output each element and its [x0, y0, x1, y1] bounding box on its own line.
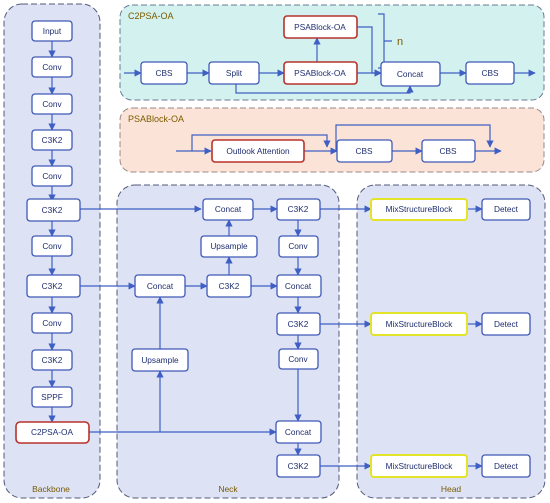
- backbone-c3k2-2-label: C3K2: [42, 205, 63, 215]
- c2psa-region-title: C2PSA-OA: [128, 11, 174, 21]
- head-mix-2-node: MixStructureBlock: [370, 312, 468, 336]
- backbone-conv-1-label: Conv: [42, 62, 62, 72]
- neck-region: [116, 184, 340, 499]
- neck-c3k2-mid-label: C3K2: [219, 281, 240, 291]
- c2psa-split-node: Split: [208, 61, 260, 85]
- psab-cbs-1-node: CBS: [336, 139, 393, 163]
- c2psa-psablock-top-label: PSABlock-OA: [294, 22, 346, 32]
- head-detect-1-label: Detect: [494, 204, 519, 214]
- neck-concat-left-node: Concat: [134, 274, 186, 298]
- backbone-input-node: Input: [31, 20, 73, 42]
- backbone-conv-5-label: Conv: [42, 318, 62, 328]
- c2psa-cbs-in-node: CBS: [140, 61, 188, 85]
- head-mix-3-label: MixStructureBlock: [386, 461, 454, 471]
- neck-concat-mid-node: Concat: [276, 274, 322, 298]
- repeat-n-label: n: [397, 36, 403, 48]
- neck-conv-top-node: Conv: [278, 235, 319, 258]
- head-mix-1-node: MixStructureBlock: [370, 198, 468, 221]
- backbone-c3k2-4-node: C3K2: [31, 349, 73, 371]
- head-detect-1-node: Detect: [481, 198, 531, 221]
- neck-concat-left-label: Concat: [147, 281, 174, 291]
- c2psa-psablock-bottom-node: PSABlock-OA: [283, 61, 358, 85]
- head-detect-2-label: Detect: [494, 319, 519, 329]
- neck-conv-top-label: Conv: [288, 241, 308, 251]
- backbone-conv-2-node: Conv: [31, 93, 73, 115]
- backbone-conv-4-label: Conv: [42, 241, 62, 251]
- neck-c3k2-mid-node: C3K2: [206, 274, 252, 298]
- backbone-c3k2-1-node: C3K2: [31, 129, 73, 151]
- head-detect-3-label: Detect: [494, 461, 519, 471]
- backbone-sppf-label: SPPF: [41, 392, 63, 402]
- neck-c3k2-top-label: C3K2: [288, 204, 309, 214]
- backbone-sppf-node: SPPF: [31, 386, 73, 408]
- backbone-label: Backbone: [32, 484, 70, 494]
- backbone-c3k2-4-label: C3K2: [42, 355, 63, 365]
- neck-c3k2-top-node: C3K2: [276, 198, 321, 221]
- neck-concat-bottom-label: Concat: [285, 427, 312, 437]
- head-detect-3-node: Detect: [481, 454, 531, 478]
- backbone-conv-3-node: Conv: [31, 165, 73, 187]
- neck-c3k2-right-node: C3K2: [276, 312, 321, 336]
- neck-c3k2-bottom-label: C3K2: [288, 461, 309, 471]
- head-detect-2-node: Detect: [481, 312, 531, 336]
- psablock-region-title: PSABlock-OA: [128, 114, 184, 124]
- backbone-c3k2-1-label: C3K2: [42, 135, 63, 145]
- backbone-conv-5-node: Conv: [31, 312, 73, 334]
- neck-upsample-bottom-node: Upsample: [131, 348, 189, 372]
- c2psa-cbs-in-label: CBS: [155, 68, 173, 78]
- head-label: Head: [441, 484, 462, 494]
- backbone-c2psa-oa-label: C2PSA-OA: [31, 427, 73, 437]
- neck-c3k2-bottom-node: C3K2: [276, 454, 321, 478]
- c2psa-psablock-bottom-label: PSABlock-OA: [294, 68, 346, 78]
- backbone-c3k2-3-label: C3K2: [42, 281, 63, 291]
- backbone-c2psa-oa-node: C2PSA-OA: [15, 421, 90, 444]
- neck-upsample-top-label: Upsample: [210, 241, 248, 251]
- c2psa-cbs-out-node: CBS: [465, 61, 515, 85]
- c2psa-split-label: Split: [226, 68, 243, 78]
- neck-concat-bottom-node: Concat: [275, 420, 322, 444]
- backbone-conv-4-node: Conv: [31, 235, 73, 257]
- head-mix-2-label: MixStructureBlock: [386, 319, 454, 329]
- backbone-c3k2-2-node: C3K2: [26, 198, 81, 222]
- psab-outlook-attention-node: Outlook Attention: [211, 139, 305, 163]
- backbone-conv-3-label: Conv: [42, 171, 62, 181]
- head-mix-3-node: MixStructureBlock: [370, 454, 468, 478]
- neck-concat-top-label: Concat: [215, 204, 242, 214]
- neck-label: Neck: [218, 484, 238, 494]
- head-region: [356, 184, 546, 499]
- head-mix-1-label: MixStructureBlock: [386, 204, 454, 214]
- psab-cbs-2-node: CBS: [421, 139, 476, 163]
- backbone-conv-2-label: Conv: [42, 99, 62, 109]
- neck-upsample-bottom-label: Upsample: [141, 355, 179, 365]
- backbone-conv-1-node: Conv: [31, 56, 73, 78]
- neck-conv-bottom-node: Conv: [278, 348, 319, 370]
- neck-concat-mid-label: Concat: [285, 281, 312, 291]
- c2psa-psablock-top-node: PSABlock-OA: [283, 15, 358, 39]
- c2psa-concat-node: Concat: [380, 61, 441, 87]
- psab-cbs-1-label: CBS: [355, 146, 373, 156]
- neck-concat-top-node: Concat: [202, 198, 254, 221]
- psab-outlook-attention-label: Outlook Attention: [226, 146, 290, 156]
- neck-conv-bottom-label: Conv: [288, 354, 308, 364]
- neck-c3k2-right-label: C3K2: [288, 319, 309, 329]
- backbone-c3k2-3-node: C3K2: [26, 274, 81, 298]
- neck-upsample-top-node: Upsample: [200, 235, 258, 258]
- c2psa-cbs-out-label: CBS: [481, 68, 499, 78]
- backbone-input-label: Input: [43, 26, 62, 36]
- psab-cbs-2-label: CBS: [439, 146, 457, 156]
- c2psa-concat-label: Concat: [397, 69, 424, 79]
